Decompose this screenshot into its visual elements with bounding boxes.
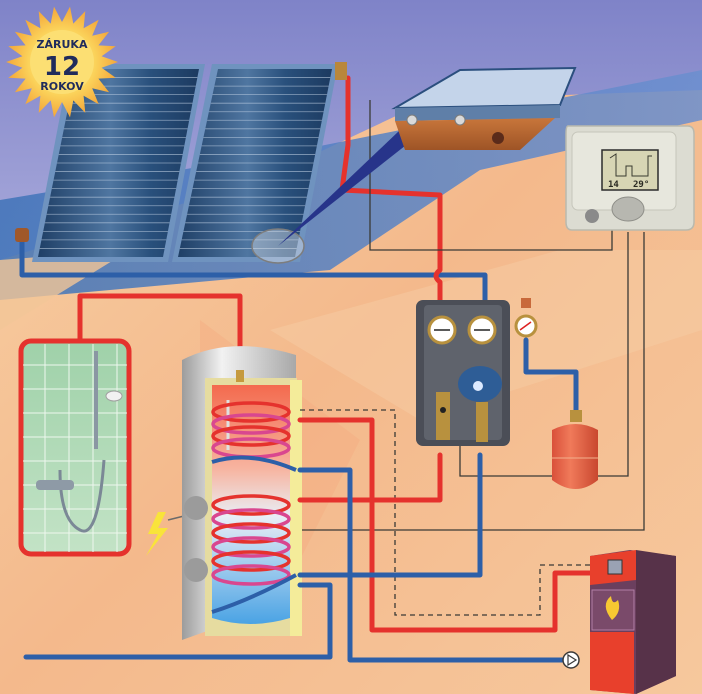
heat-exchanger-coils bbox=[211, 401, 297, 614]
tank-sensor-wire bbox=[300, 232, 645, 531]
coil-loop bbox=[211, 425, 291, 447]
coil-loop bbox=[211, 564, 291, 586]
badge-number: 12 bbox=[44, 52, 80, 82]
collector-outlet-fitting bbox=[335, 62, 347, 80]
controller-dial[interactable] bbox=[611, 196, 645, 222]
expansion-pipe bbox=[523, 337, 579, 415]
lcd-schematic bbox=[609, 153, 652, 177]
flame-icon bbox=[605, 596, 620, 620]
shower-hose bbox=[58, 459, 106, 533]
coil-return bbox=[211, 573, 297, 614]
cold-water-inlet-pipe bbox=[23, 582, 333, 660]
coil-return bbox=[211, 455, 297, 472]
lcd-left-value: 14 bbox=[608, 180, 619, 190]
boiler-sensor-wire bbox=[300, 409, 590, 616]
tank-outlet-fitting bbox=[236, 370, 244, 382]
inspection-port bbox=[184, 558, 208, 582]
shower-head-icon bbox=[105, 390, 123, 402]
boiler-pump bbox=[562, 651, 580, 669]
pump-wire bbox=[459, 232, 629, 477]
coil-loop bbox=[211, 550, 291, 572]
check-valve bbox=[476, 402, 488, 442]
tile-grid bbox=[23, 344, 127, 552]
roof-shadow bbox=[0, 250, 130, 330]
detail-pointer bbox=[278, 130, 415, 246]
safety-valve bbox=[521, 298, 531, 308]
coil-loop bbox=[211, 401, 291, 423]
collector-flow-pipe bbox=[339, 75, 443, 303]
boiler-flow-pipe bbox=[297, 417, 593, 633]
flow-meter bbox=[436, 392, 450, 440]
lcd-right-value: 29° bbox=[633, 180, 649, 190]
coil-loop bbox=[211, 494, 291, 516]
storage-tank bbox=[182, 346, 302, 640]
badge-line1: ZÁRUKA bbox=[37, 38, 88, 51]
collector-return-pipe bbox=[19, 237, 488, 303]
shower-mixer-tap-icon bbox=[36, 480, 74, 490]
boiler-thermometer bbox=[607, 559, 623, 575]
warranty-badge: ZÁRUKA 12 ROKOV bbox=[6, 6, 118, 118]
pump-station bbox=[416, 298, 538, 446]
pump-symbol-icon[interactable] bbox=[562, 651, 580, 669]
coil-loop bbox=[211, 536, 291, 558]
boiler bbox=[590, 550, 676, 694]
solar-flow-to-tank bbox=[297, 452, 443, 503]
expansion-vessel bbox=[552, 410, 598, 489]
solar-controller: 14 29° bbox=[565, 125, 695, 231]
regulus-logo-icon bbox=[585, 209, 599, 223]
boiler-return-pipe bbox=[297, 467, 568, 663]
badge-line2: ROKOV bbox=[40, 80, 84, 93]
coil-loop bbox=[211, 522, 291, 544]
shower-rail bbox=[94, 351, 98, 449]
coil-loop bbox=[211, 508, 291, 530]
shower bbox=[18, 338, 132, 557]
tank-flange bbox=[290, 380, 302, 636]
collector-inlet-fitting bbox=[15, 228, 29, 242]
sensor-wire-collector bbox=[369, 100, 613, 251]
solar-return-from-tank bbox=[297, 452, 483, 578]
boiler-door bbox=[590, 632, 634, 694]
heater-port bbox=[184, 496, 208, 520]
lightning-bolt-icon bbox=[146, 512, 168, 556]
collector-cutaway bbox=[391, 66, 577, 150]
hot-water-outlet-pipe bbox=[77, 293, 243, 375]
coil-loop bbox=[211, 413, 291, 435]
